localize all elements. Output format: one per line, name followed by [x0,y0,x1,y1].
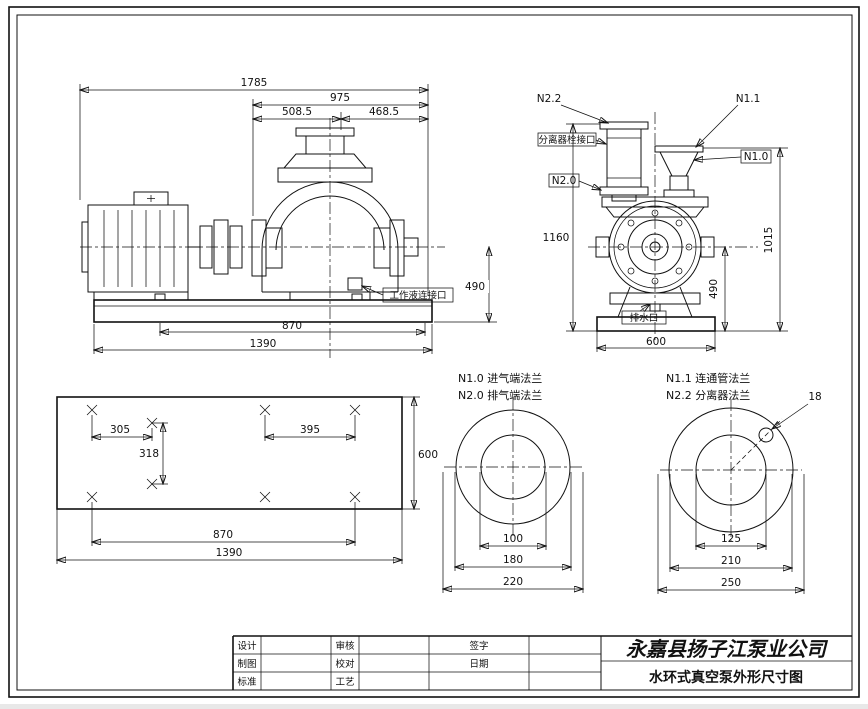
dim-side-870: 870 [282,320,302,332]
pump-body-side [251,127,419,301]
tb-review-label: 审核 [335,640,355,652]
dim-1015: 1015 [763,227,775,254]
tb-signature-label: 签字 [469,640,488,652]
dim-front-490: 490 [708,279,720,299]
front-view: N2.2 N1.1 N1.0 N2.0 分离器栓接口 排水口 1160 [537,93,788,352]
tb-design-label: 设计 [237,640,257,652]
base-plan-view: 305 318 395 600 870 1390 [57,397,441,564]
port-n10-label: N1.0 [744,151,769,163]
tb-draw-label: 制图 [237,658,256,670]
port-n22-label: N2.2 [537,93,562,105]
dim-250: 250 [721,577,741,589]
drain-port-label: 排水口 [630,312,659,324]
dim-overall-1785: 1785 [241,77,268,89]
drawing-border [8,6,860,698]
dim-1160: 1160 [543,232,570,244]
inlet-flange-legend-1: N1.0 进气端法兰 [458,371,542,385]
dim-125: 125 [721,533,741,545]
port-callouts: N2.2 N1.1 N1.0 N2.0 分离器栓接口 排水口 [537,93,772,325]
dim-side-490: 490 [465,281,485,293]
dim-395: 395 [300,424,320,436]
port-n11-label: N1.1 [736,93,761,105]
tb-date-label: 日期 [469,659,488,670]
dim-side-1390: 1390 [250,338,277,350]
tb-process-label: 工艺 [335,677,354,688]
company-name: 永嘉县扬子江泵业公司 [626,637,829,661]
side-view-dimensions: 1785 975 508.5 468.5 490 870 1390 [80,77,497,354]
motor [81,191,189,301]
dim-front-600: 600 [646,336,666,348]
dim-975: 975 [330,92,350,104]
pipe-flange-detail: N1.1 连通管法兰 N2.2 分离器法兰 18 125 210 250 [658,371,822,594]
inlet-flange-detail: N1.0 进气端法兰 N2.0 排气端法兰 100 180 220 [443,371,583,593]
front-view-dimensions: 1160 1015 490 600 [543,124,788,352]
dim-plan-1390: 1390 [216,547,243,559]
port-n20-label: N2.0 [552,175,577,187]
dim-180: 180 [503,554,523,566]
tb-standard-label: 标准 [237,676,257,688]
side-view: 工作液连接口 1785 975 508.5 468.5 490 870 [80,77,497,358]
pipe-flange-dimensions: 125 210 250 [658,474,804,594]
base-plan-dimensions: 305 318 395 600 870 1390 [57,397,441,564]
suction-funnel [654,145,704,198]
dim-18: 18 [808,391,821,403]
drawing-title: 水环式真空泵外形尺寸图 [649,669,803,686]
tb-check-label: 校对 [335,658,355,670]
bolt-hole [758,427,774,443]
inlet-flange-legend-2: N2.0 排气端法兰 [458,388,542,402]
working-port-callout: 工作液连接口 [362,286,454,303]
working-port-label: 工作液连接口 [389,290,446,302]
coupling [188,219,243,275]
dim-plan-870: 870 [213,529,233,541]
dim-508-5: 508.5 [282,106,312,118]
pipe-flange-legend-2: N2.2 分离器法兰 [666,388,750,402]
dim-468-5: 468.5 [369,106,399,118]
pipe-flange-legend-1: N1.1 连通管法兰 [666,371,750,385]
pump-base-side [93,293,433,323]
separator-port-label: 分离器栓接口 [538,134,595,146]
dim-plan-600: 600 [418,449,438,461]
pump-body-front [595,196,716,332]
dim-318: 318 [139,448,159,460]
separator [599,121,649,202]
inlet-flange-dimensions: 100 180 220 [443,472,583,593]
dim-210: 210 [721,555,741,567]
title-block: 设计 制图 标准 审核 校对 工艺 签字 日期 永嘉县扬子江泵业公司 水环式真空… [232,635,852,690]
dim-220: 220 [503,576,523,588]
dim-100: 100 [503,533,523,545]
dim-305: 305 [110,424,130,436]
anchor-bolt-marks [86,404,361,503]
